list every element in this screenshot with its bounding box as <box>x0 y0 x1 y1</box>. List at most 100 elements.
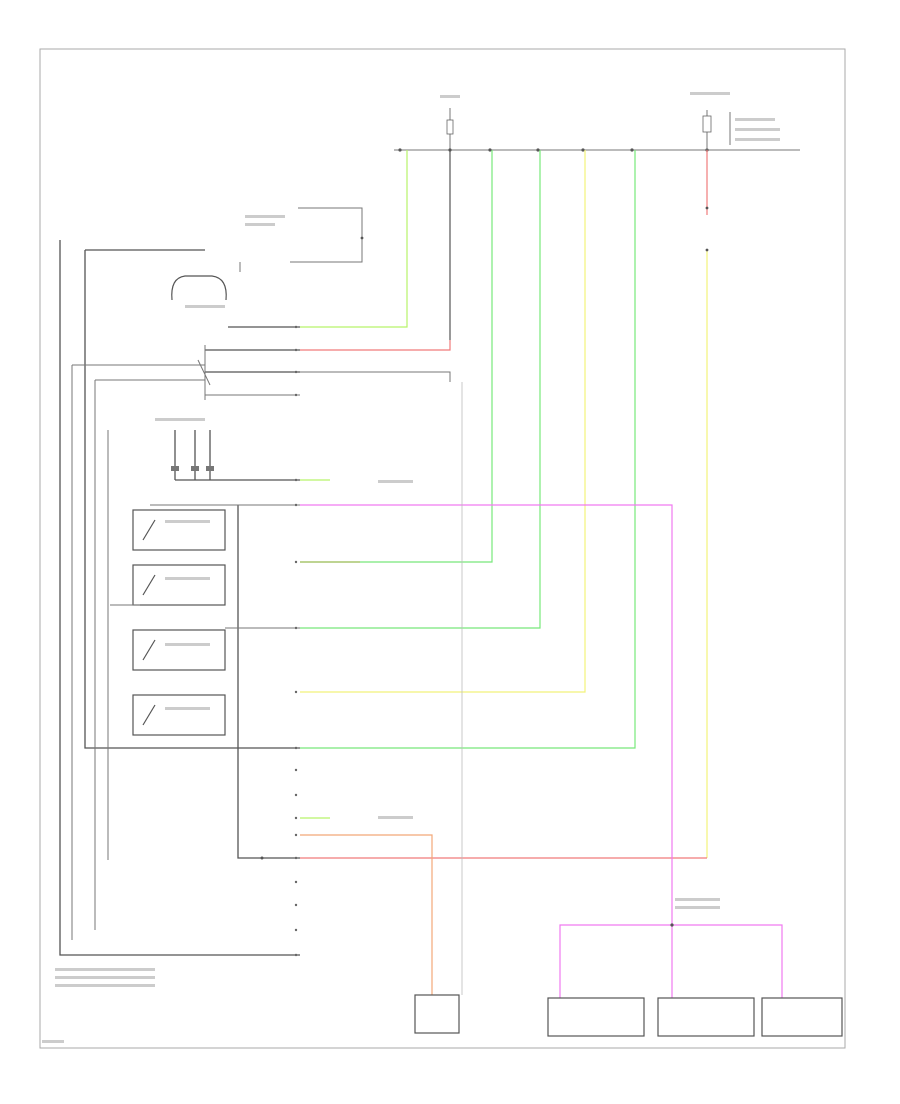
label-bar <box>55 984 155 987</box>
module-box <box>547 997 645 1037</box>
switch-box-1 <box>132 504 300 551</box>
pin-icon <box>294 856 298 860</box>
bottom-module-3 <box>657 997 755 1037</box>
module-box <box>657 997 755 1037</box>
label-bar <box>735 118 775 121</box>
switch-contact-icon <box>142 704 156 726</box>
label-bar <box>378 816 413 819</box>
switch-contact-icon <box>142 574 156 596</box>
bottom-module-2 <box>547 997 645 1037</box>
splice-icon <box>260 856 264 860</box>
bottom-module-4 <box>761 997 843 1037</box>
switch-box-3 <box>132 627 300 671</box>
pin-icon <box>294 560 298 564</box>
label-bar <box>42 1040 64 1043</box>
module-box <box>761 997 843 1037</box>
splice-icon <box>581 148 585 152</box>
wire-yellow-1 <box>300 150 586 693</box>
label-bar <box>675 906 720 909</box>
wire-pink-branch <box>559 924 783 1000</box>
pin-icon <box>294 503 298 507</box>
vertical-wires <box>300 150 708 859</box>
label-bar <box>165 643 210 646</box>
label-bar <box>165 707 210 710</box>
label-bar <box>735 138 780 141</box>
wire-pink <box>300 504 673 1000</box>
wire-light-green <box>300 150 408 328</box>
pin-icon <box>294 393 298 397</box>
lamp-icon <box>171 275 227 301</box>
pin-icon <box>294 793 298 797</box>
splice-icon <box>536 148 540 152</box>
label-bar <box>55 968 155 971</box>
switch-contact-icon <box>142 639 156 661</box>
lamp-assembly <box>171 262 300 328</box>
switch-contact-icon <box>142 519 156 541</box>
label-bar <box>735 128 780 131</box>
relay-out-wire <box>300 371 451 382</box>
splice-icon <box>630 148 634 152</box>
switch-box-outline <box>132 629 226 671</box>
harness-ground-line <box>237 505 300 859</box>
harness-outer <box>59 240 300 956</box>
label-bar <box>690 92 730 95</box>
pin-icon <box>294 370 298 374</box>
pin-icon <box>294 690 298 694</box>
bottom-module-1 <box>414 994 460 1034</box>
harness-line-2 <box>84 250 300 749</box>
splice-icon <box>670 923 674 927</box>
label-bar <box>675 898 720 901</box>
splice-icon <box>705 206 709 210</box>
switch-box-2 <box>110 564 226 606</box>
splice-icon <box>488 148 492 152</box>
splice-icon <box>398 148 402 152</box>
label-bar <box>185 305 225 308</box>
switch-pack-ground <box>171 430 300 481</box>
module-box <box>414 994 460 1034</box>
wire-green-1 <box>300 150 493 563</box>
pin-icon <box>294 928 298 932</box>
switch-box-outline <box>132 509 226 551</box>
wire-orange <box>300 834 433 995</box>
ground-symbol-icon <box>171 466 179 471</box>
wire-green-2 <box>300 150 541 629</box>
top-right-module <box>702 110 731 150</box>
splice-icon <box>705 248 709 252</box>
ground-symbol-icon <box>191 466 199 471</box>
fuse-icon <box>702 115 712 133</box>
ground-symbol-icon <box>206 466 214 471</box>
label-bar <box>245 223 275 226</box>
pin-icon <box>294 746 298 750</box>
diagram-frame <box>39 48 846 1049</box>
switch-loop-wire <box>290 207 363 263</box>
label-bar <box>378 480 413 483</box>
label-bar <box>440 95 460 98</box>
connector-pins <box>294 325 298 957</box>
faint-labels <box>42 92 780 1043</box>
pin-icon <box>294 816 298 820</box>
left-harness <box>59 240 300 956</box>
fuse-icon <box>446 119 454 135</box>
switch-contact-icon <box>197 359 211 386</box>
pin-icon <box>294 478 298 482</box>
switch-box-outline <box>132 564 226 606</box>
pin-icon <box>294 953 298 957</box>
relay-switch <box>197 345 451 400</box>
pin-icon <box>294 768 298 772</box>
pin-icon <box>294 903 298 907</box>
pin-icon <box>294 833 298 837</box>
pin-icon <box>294 626 298 630</box>
label-bar <box>245 215 285 218</box>
pin-icon <box>294 880 298 884</box>
label-bar <box>55 976 155 979</box>
top-power-source <box>394 108 800 152</box>
wire-green-3 <box>300 150 636 749</box>
switch-box-4 <box>132 694 226 736</box>
label-bar <box>165 577 210 580</box>
top-left-switch <box>290 207 364 263</box>
pin-icon <box>294 325 298 329</box>
switch-box-outline <box>132 694 226 736</box>
pin-icon <box>294 348 298 352</box>
